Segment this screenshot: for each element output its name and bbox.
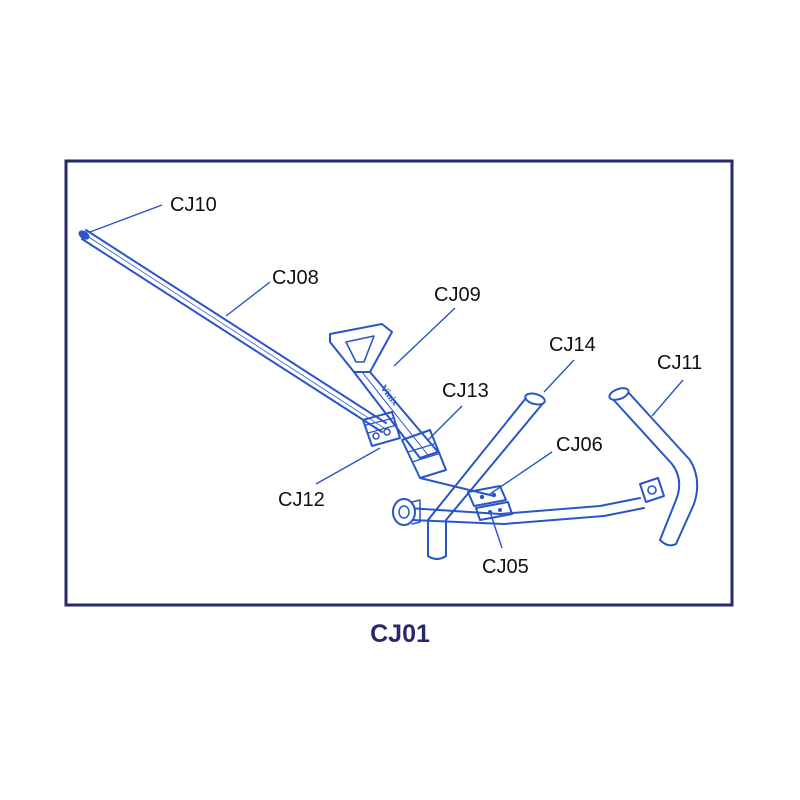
callout-cj13: CJ13 — [442, 380, 489, 402]
mount-plates — [467, 485, 513, 521]
diagram-caption: CJ01 — [370, 620, 430, 648]
callout-cj08: CJ08 — [272, 267, 319, 289]
jack-lever: Vinix — [329, 323, 447, 479]
rear-roller — [392, 498, 421, 526]
callout-cj10: CJ10 — [170, 194, 217, 216]
leader-cj09 — [393, 307, 456, 367]
callout-cj05: CJ05 — [482, 556, 529, 578]
callout-cj14: CJ14 — [549, 334, 596, 356]
callout-cj09: CJ09 — [434, 284, 481, 306]
leader-cj08 — [225, 281, 271, 317]
callout-cj11: CJ11 — [657, 352, 702, 374]
front-leg — [608, 387, 699, 547]
leader-cj11 — [651, 379, 684, 417]
callout-labels: CJ10 CJ08 CJ09 CJ14 CJ11 CJ13 CJ06 CJ12 … — [170, 194, 702, 578]
diagram-border — [64, 159, 734, 607]
end-cap — [78, 230, 90, 240]
clamp-bracket — [362, 411, 401, 447]
callout-cj06: CJ06 — [556, 434, 603, 456]
handle-bar — [78, 229, 387, 433]
leader-cj14 — [543, 359, 575, 393]
leader-cj13 — [427, 405, 463, 441]
callout-cj12: CJ12 — [278, 489, 325, 511]
leader-cj10 — [89, 204, 163, 233]
leader-cj05 — [489, 511, 503, 549]
leader-lines — [89, 204, 684, 549]
leader-cj12 — [315, 447, 381, 485]
upright-post — [427, 392, 546, 560]
leader-cj06 — [489, 451, 553, 495]
